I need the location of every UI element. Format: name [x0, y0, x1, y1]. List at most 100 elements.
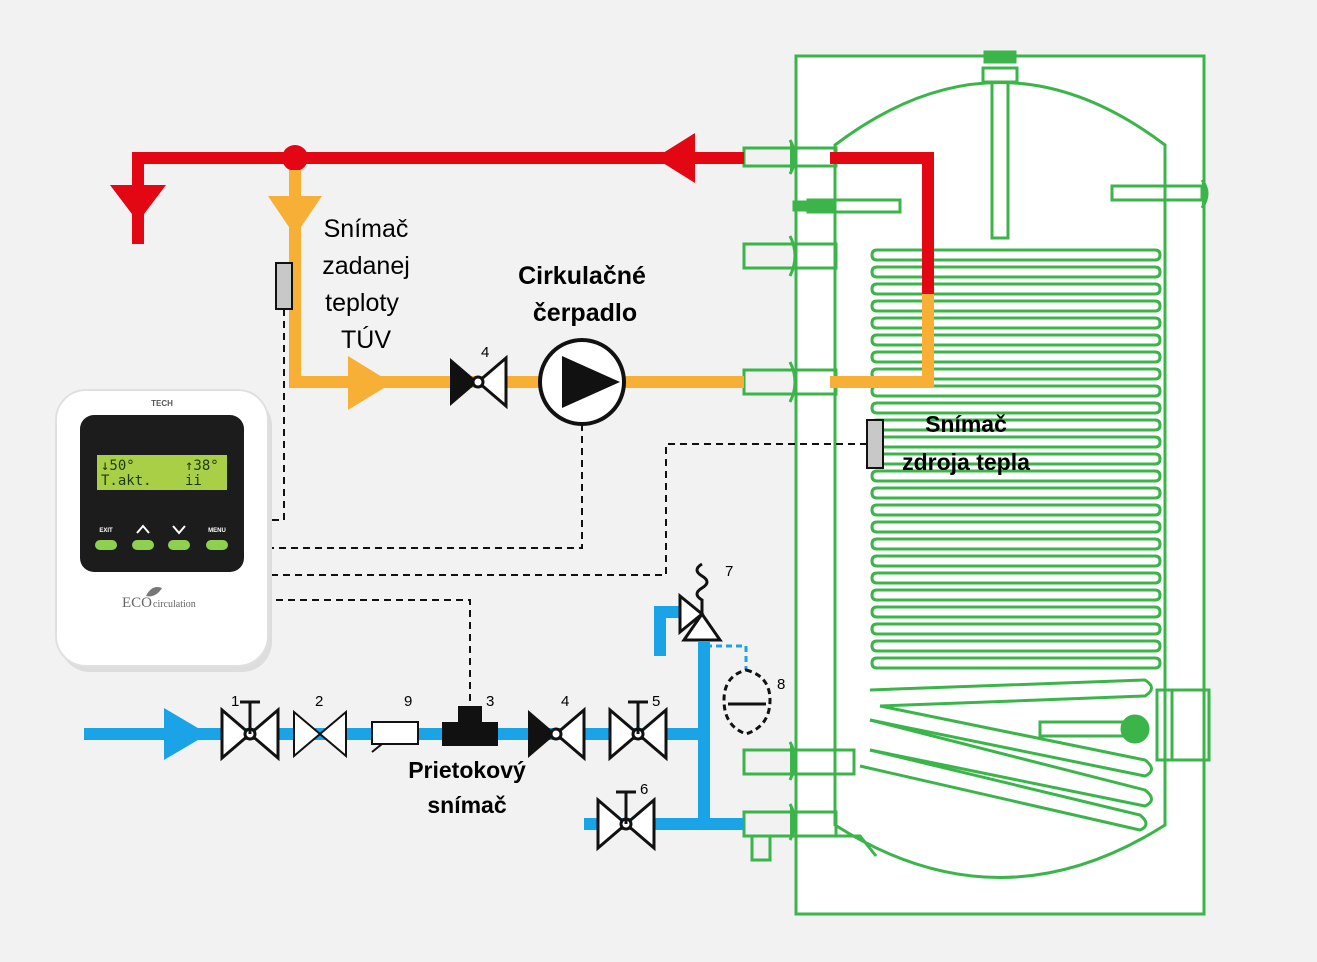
coil-loop — [870, 486, 1162, 500]
number-9: 9 — [404, 693, 412, 710]
port-2-bar — [792, 200, 834, 212]
wire-flow — [276, 599, 471, 706]
stop-valve-1 — [220, 700, 280, 762]
lower-coil-loop-2 — [869, 704, 1153, 778]
number-2: 2 — [315, 693, 323, 710]
label-setpoint-line1: Snímač — [324, 215, 409, 243]
label-heat-source-line1: Snímač — [925, 411, 1007, 437]
warm-arrow-down — [268, 196, 322, 236]
coil-loop — [870, 639, 1162, 653]
exit-button[interactable] — [95, 540, 117, 550]
setpoint-sensor — [275, 262, 293, 310]
controller-unit: TECH ↓50° ↑38° T.akt. ii EXIT MENU ECO c… — [55, 389, 272, 672]
menu-button[interactable] — [206, 540, 228, 550]
label-flow-line2: snímač — [427, 792, 506, 818]
check-valve-4-bottom — [528, 706, 586, 762]
lcd-screen — [97, 455, 227, 490]
check-valve-4-top — [450, 354, 508, 410]
coil-loop — [870, 384, 1162, 398]
number-1: 1 — [231, 693, 239, 710]
warm-arrow-right — [348, 356, 392, 410]
hot-arrow-down — [110, 185, 166, 222]
logo-sub: circulation — [153, 599, 196, 610]
wire-heat-source — [268, 443, 867, 576]
label-setpoint-sensor: Snímač zadanej teploty TÚV — [322, 215, 410, 354]
pressure-reducer-2 — [293, 709, 347, 759]
filter-9 — [371, 721, 419, 753]
down-button[interactable] — [168, 540, 190, 550]
hot-arrow-left — [655, 133, 695, 183]
port-arc-4 — [788, 361, 797, 403]
flow-sensor-3 — [442, 706, 498, 746]
cold-arrow-right — [164, 708, 208, 760]
label-heat-source-line2: zdroja tepla — [902, 449, 1030, 475]
lower-coil-loop-4 — [859, 748, 1148, 832]
coil-loop — [870, 401, 1162, 415]
hot-pipe-right — [830, 152, 934, 294]
number-6: 6 — [640, 781, 648, 798]
label-setpoint-line4: TÚV — [341, 325, 391, 354]
lcd-line1-left: ↓50° — [101, 458, 135, 474]
btn-label-menu: MENU — [208, 528, 226, 534]
control-wires — [268, 309, 867, 706]
port-3 — [742, 242, 838, 270]
btn-label-exit: EXIT — [99, 528, 113, 534]
inner-pipe — [836, 834, 878, 857]
up-button[interactable] — [132, 540, 154, 550]
flange — [1155, 688, 1211, 762]
chevron-down-icon — [172, 525, 186, 535]
leaf-icon — [146, 587, 162, 597]
storage-tank — [742, 50, 1211, 916]
controller-panel — [80, 415, 244, 572]
hot-junction — [282, 145, 308, 171]
right-port-cap — [1200, 179, 1209, 209]
number-4-top: 4 — [481, 344, 489, 361]
label-flow-line1: Prietokový — [408, 757, 526, 783]
label-setpoint-line2: zadanej — [322, 252, 410, 280]
coil-loop — [870, 622, 1162, 636]
port-5 — [742, 748, 856, 776]
number-8: 8 — [777, 676, 785, 693]
port-cap-5 — [788, 741, 797, 781]
heater-knob — [1120, 714, 1150, 744]
label-flow-sensor: Prietokový snímač — [408, 757, 526, 818]
circulation-pump — [538, 338, 626, 426]
coil-loop — [870, 333, 1162, 347]
coil-loop — [870, 520, 1162, 534]
coil-loop — [870, 656, 1162, 670]
port-cap-1 — [788, 139, 797, 175]
drain — [750, 834, 772, 862]
wire-setpoint — [268, 309, 285, 521]
wire-pump — [268, 424, 583, 549]
label-heat-source: Snímač zdroja tepla — [902, 411, 1030, 475]
coil-loop — [870, 350, 1162, 364]
coil-loop — [870, 248, 1162, 262]
expansion-vessel-8 — [706, 644, 772, 736]
label-pump-line1: Cirkulačné — [518, 262, 646, 290]
coil-loop — [870, 282, 1162, 296]
label-pump: Cirkulačné čerpadlo — [518, 262, 646, 327]
lower-coil — [859, 678, 1153, 832]
coil-loop — [870, 469, 1162, 483]
label-pump-line2: čerpadlo — [533, 299, 637, 327]
label-setpoint-line3: teploty — [325, 289, 399, 317]
lcd-line2: T.akt. — [101, 473, 152, 489]
number-4-bottom: 4 — [561, 693, 569, 710]
safety-valve-7 — [678, 562, 723, 642]
number-5: 5 — [652, 693, 660, 710]
stop-valve-5 — [608, 700, 668, 762]
number-3: 3 — [486, 693, 494, 710]
number-7: 7 — [725, 563, 733, 580]
coil-loop — [870, 554, 1162, 568]
lower-coil-loop-3 — [869, 718, 1153, 808]
circulation-pipe-right — [830, 294, 934, 388]
chevron-up-icon — [136, 524, 150, 534]
coil-loop — [870, 316, 1162, 330]
lower-coil-loop-1 — [869, 678, 1153, 708]
coil-loop — [870, 537, 1162, 551]
tank-body — [833, 81, 1167, 879]
coil-loop — [870, 588, 1162, 602]
logo-main: ECO — [122, 595, 152, 611]
tank-top-cap — [983, 50, 1017, 64]
